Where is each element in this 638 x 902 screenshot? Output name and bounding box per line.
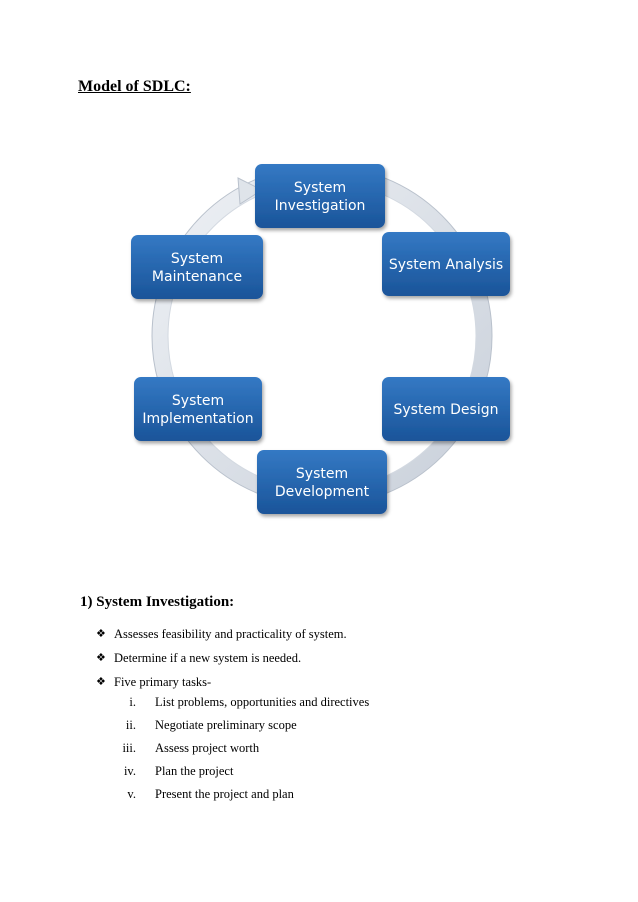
node-box bbox=[131, 235, 263, 299]
task-list: i.List problems, opportunities and direc… bbox=[110, 694, 369, 809]
task-item: i.List problems, opportunities and direc… bbox=[129, 695, 370, 709]
node-label: System Design bbox=[394, 402, 499, 418]
bullet-list: ❖Assesses feasibility and practicality o… bbox=[96, 626, 347, 698]
node-label: System Analysis bbox=[389, 257, 503, 273]
node-label: Development bbox=[275, 484, 370, 500]
node-label: Implementation bbox=[142, 411, 253, 427]
task-item: iii.Assess project worth bbox=[122, 741, 260, 755]
node-box bbox=[382, 377, 510, 441]
diamond-bullet-icon: ❖ bbox=[96, 628, 106, 640]
task-item: ii.Negotiate preliminary scope bbox=[125, 718, 297, 732]
list-item: ❖Five primary tasks- bbox=[96, 675, 212, 689]
node-box bbox=[382, 232, 510, 296]
diamond-bullet-icon: ❖ bbox=[96, 676, 106, 688]
diamond-bullet-icon: ❖ bbox=[96, 652, 106, 664]
cycle-arrow-head bbox=[237, 177, 264, 205]
list-item: ❖Determine if a new system is needed. bbox=[96, 651, 302, 665]
node-label: System bbox=[294, 180, 346, 196]
list-item: ❖Assesses feasibility and practicality o… bbox=[96, 627, 347, 641]
node-box bbox=[255, 164, 385, 228]
task-item: v.Present the project and plan bbox=[127, 787, 294, 801]
task-item: iv.Plan the project bbox=[123, 764, 234, 778]
node-box bbox=[257, 450, 387, 514]
page-heading: Model of SDLC: bbox=[78, 78, 191, 95]
section-title: 1) System Investigation: bbox=[80, 594, 235, 610]
node-box bbox=[134, 377, 262, 441]
node-label: System bbox=[172, 393, 224, 409]
node-label: System bbox=[296, 466, 348, 482]
node-label: System bbox=[171, 251, 223, 267]
node-analysis: System Analysis bbox=[382, 232, 510, 296]
node-label: Investigation bbox=[275, 198, 366, 214]
node-design: System Design bbox=[382, 377, 510, 441]
node-label: Maintenance bbox=[152, 269, 242, 285]
